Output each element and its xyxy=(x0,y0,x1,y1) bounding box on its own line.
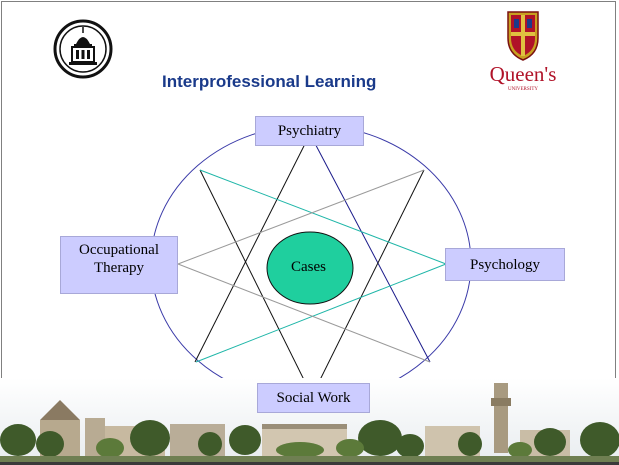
dome-building-emblem-icon xyxy=(53,19,113,79)
slide-title: Interprofessional Learning xyxy=(162,72,377,91)
node-psychology: Psychology xyxy=(445,248,565,281)
star-line xyxy=(199,169,447,265)
star-line xyxy=(199,169,313,397)
node-psychology-label: Psychology xyxy=(469,257,540,273)
node-social-work: Social Work xyxy=(257,383,370,413)
star-line xyxy=(177,169,425,265)
star-line xyxy=(309,133,431,363)
node-ot-line1: Occupational xyxy=(79,242,159,258)
cases-ellipse xyxy=(266,231,354,305)
star-line xyxy=(311,169,425,397)
node-ot-line2: Therapy xyxy=(94,260,144,276)
queens-crest-icon: Queen's UNIVERSITY xyxy=(490,11,557,92)
cases-label: Cases xyxy=(291,259,326,275)
star-line xyxy=(194,133,311,363)
star-line xyxy=(195,263,447,363)
crest-subtext: UNIVERSITY xyxy=(508,87,538,92)
crest-wordmark: Queen's xyxy=(490,62,557,86)
star-line xyxy=(177,263,431,363)
node-social-work-label: Social Work xyxy=(276,390,351,406)
node-psychiatry-label: Psychiatry xyxy=(277,123,342,139)
node-psychiatry: Psychiatry xyxy=(255,116,364,146)
node-occupational-therapy: Occupational Therapy xyxy=(60,236,178,294)
